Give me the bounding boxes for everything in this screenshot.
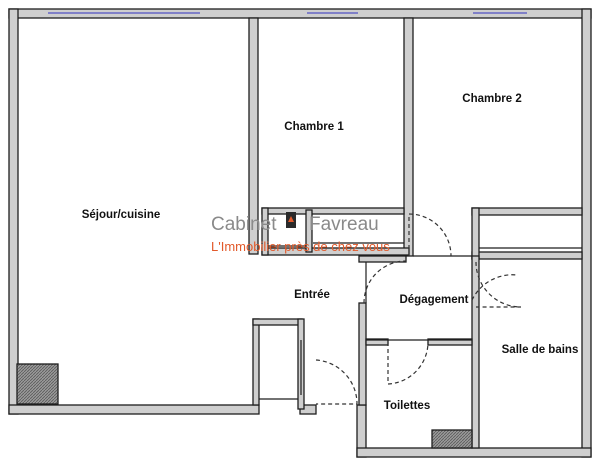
room-label-chambre1: Chambre 1: [284, 121, 344, 133]
wall-entree-closet-left: [252, 318, 260, 406]
wall-outer-left: [8, 8, 19, 415]
watermark: Cabinet Favreau L'Immobilier près de che…: [211, 212, 390, 254]
wall-closet2-top: [471, 207, 583, 216]
door-chambre1: [408, 213, 452, 257]
wall-outer-bottom-right: [356, 447, 592, 458]
thin-lines: [259, 242, 582, 400]
door-toilettes: [387, 341, 429, 385]
room-label-toilettes: Toilettes: [384, 400, 430, 412]
wall-closet1-side: [261, 207, 269, 256]
room-label-chambre2: Chambre 2: [462, 93, 521, 105]
room-label-sejour: Séjour/cuisine: [82, 209, 161, 221]
walls: [8, 8, 592, 458]
watermark-tagline: L'Immobilier près de chez vous: [211, 239, 390, 254]
wall-closet2-bottom: [471, 251, 583, 260]
wall-outer-right: [581, 8, 592, 458]
room-label-entree: Entrée: [294, 289, 330, 301]
wall-degagement-top: [358, 255, 407, 263]
wall-outer-bottom-left: [8, 404, 260, 415]
watermark-name-left: Cabinet: [211, 214, 277, 235]
wall-sejour-chambre1: [248, 17, 259, 255]
door-degagement: [363, 260, 407, 304]
door-chambre2: [475, 261, 522, 308]
watermark-name-right: Favreau: [309, 214, 379, 235]
room-label-degagement: Dégagement: [399, 294, 468, 306]
door-salle-de-bains: [471, 274, 518, 301]
wall-entree-closet-top: [252, 318, 303, 326]
wall-entree-degagement: [358, 302, 367, 406]
door-swings: [315, 213, 522, 405]
watermark-logo-icon: [286, 212, 296, 228]
shaft-toilettes: [431, 429, 473, 449]
door-entree: [315, 359, 358, 405]
room-label-salle-de-bains: Salle de bains: [502, 344, 579, 356]
shaft-sejour: [16, 363, 59, 405]
wall-closet2-side: [471, 207, 480, 260]
wall-closet1-divider: [305, 209, 313, 253]
wall-degagement-sdb: [471, 255, 480, 449]
